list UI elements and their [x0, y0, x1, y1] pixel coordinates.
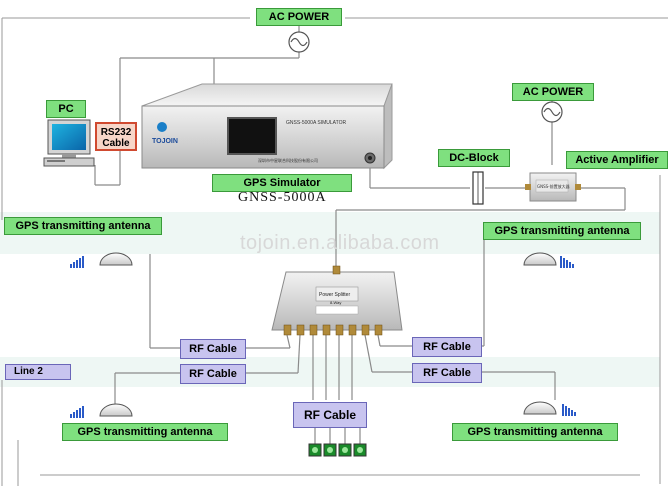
splitter-sub: 8-Way [330, 300, 341, 305]
antenna-top-right-label: GPS transmitting antenna [483, 222, 641, 240]
terminator-icons [308, 443, 367, 457]
rs232-line2: Cable [102, 138, 130, 149]
power-splitter-device: Power Splitter 8-Way [271, 265, 403, 336]
watermark: tojoin.en.alibaba.com [240, 232, 440, 254]
rf-cable-center-label: RF Cable [293, 402, 367, 428]
frame-lines [1, 17, 668, 486]
ac-source-right-icon [541, 101, 563, 123]
gps-simulator-device: TOJOIN GNSS-5000A SIMULATOR 深圳市中星联合科技股份有… [141, 83, 393, 170]
rf-cable-left-2-label: RF Cable [180, 364, 246, 384]
antenna-bottom-left-label: GPS transmitting antenna [62, 423, 228, 441]
antenna-bottom-left-icon [70, 403, 133, 418]
model-label: GNSS-5000A [238, 190, 327, 205]
rf-cable-right-2-label: RF Cable [412, 363, 482, 383]
amp-label: GNSS-前置放大器 [537, 183, 570, 189]
antenna-bottom-right-icon [523, 401, 576, 416]
pc-label: PC [46, 100, 86, 118]
gps-simulator-label: GPS Simulator [212, 174, 352, 192]
active-amplifier-device: GNSS-前置放大器 [525, 172, 581, 202]
splitter-title: Power Splitter [319, 292, 350, 298]
pc-computer-icon [43, 119, 95, 167]
rf-cable-left-1-label: RF Cable [180, 339, 246, 359]
brand-text: TOJOIN [152, 138, 178, 145]
panel-title: GNSS-5000A SIMULATOR [286, 120, 347, 126]
active-amplifier-label: Active Amplifier [566, 151, 668, 169]
dc-block-icon [472, 171, 484, 205]
dc-block-label: DC-Block [438, 149, 510, 167]
rf-cable-right-1-label: RF Cable [412, 337, 482, 357]
rs232-line1: RS232 [100, 127, 132, 138]
antenna-top-right-icon [523, 252, 574, 268]
ac-power-top-label: AC POWER [256, 8, 342, 26]
line2-label: Line 2 [5, 364, 71, 380]
ac-power-right-label: AC POWER [512, 83, 594, 101]
panel-subtitle: 深圳市中星联合科技股份有限公司 [258, 157, 318, 163]
rs232-cable-label: RS232 Cable [95, 122, 137, 151]
antenna-bottom-right-label: GPS transmitting antenna [452, 423, 618, 441]
antenna-top-left-icon [70, 252, 133, 268]
ac-source-top-icon [288, 31, 310, 53]
antenna-top-left-label: GPS transmitting antenna [4, 217, 162, 235]
